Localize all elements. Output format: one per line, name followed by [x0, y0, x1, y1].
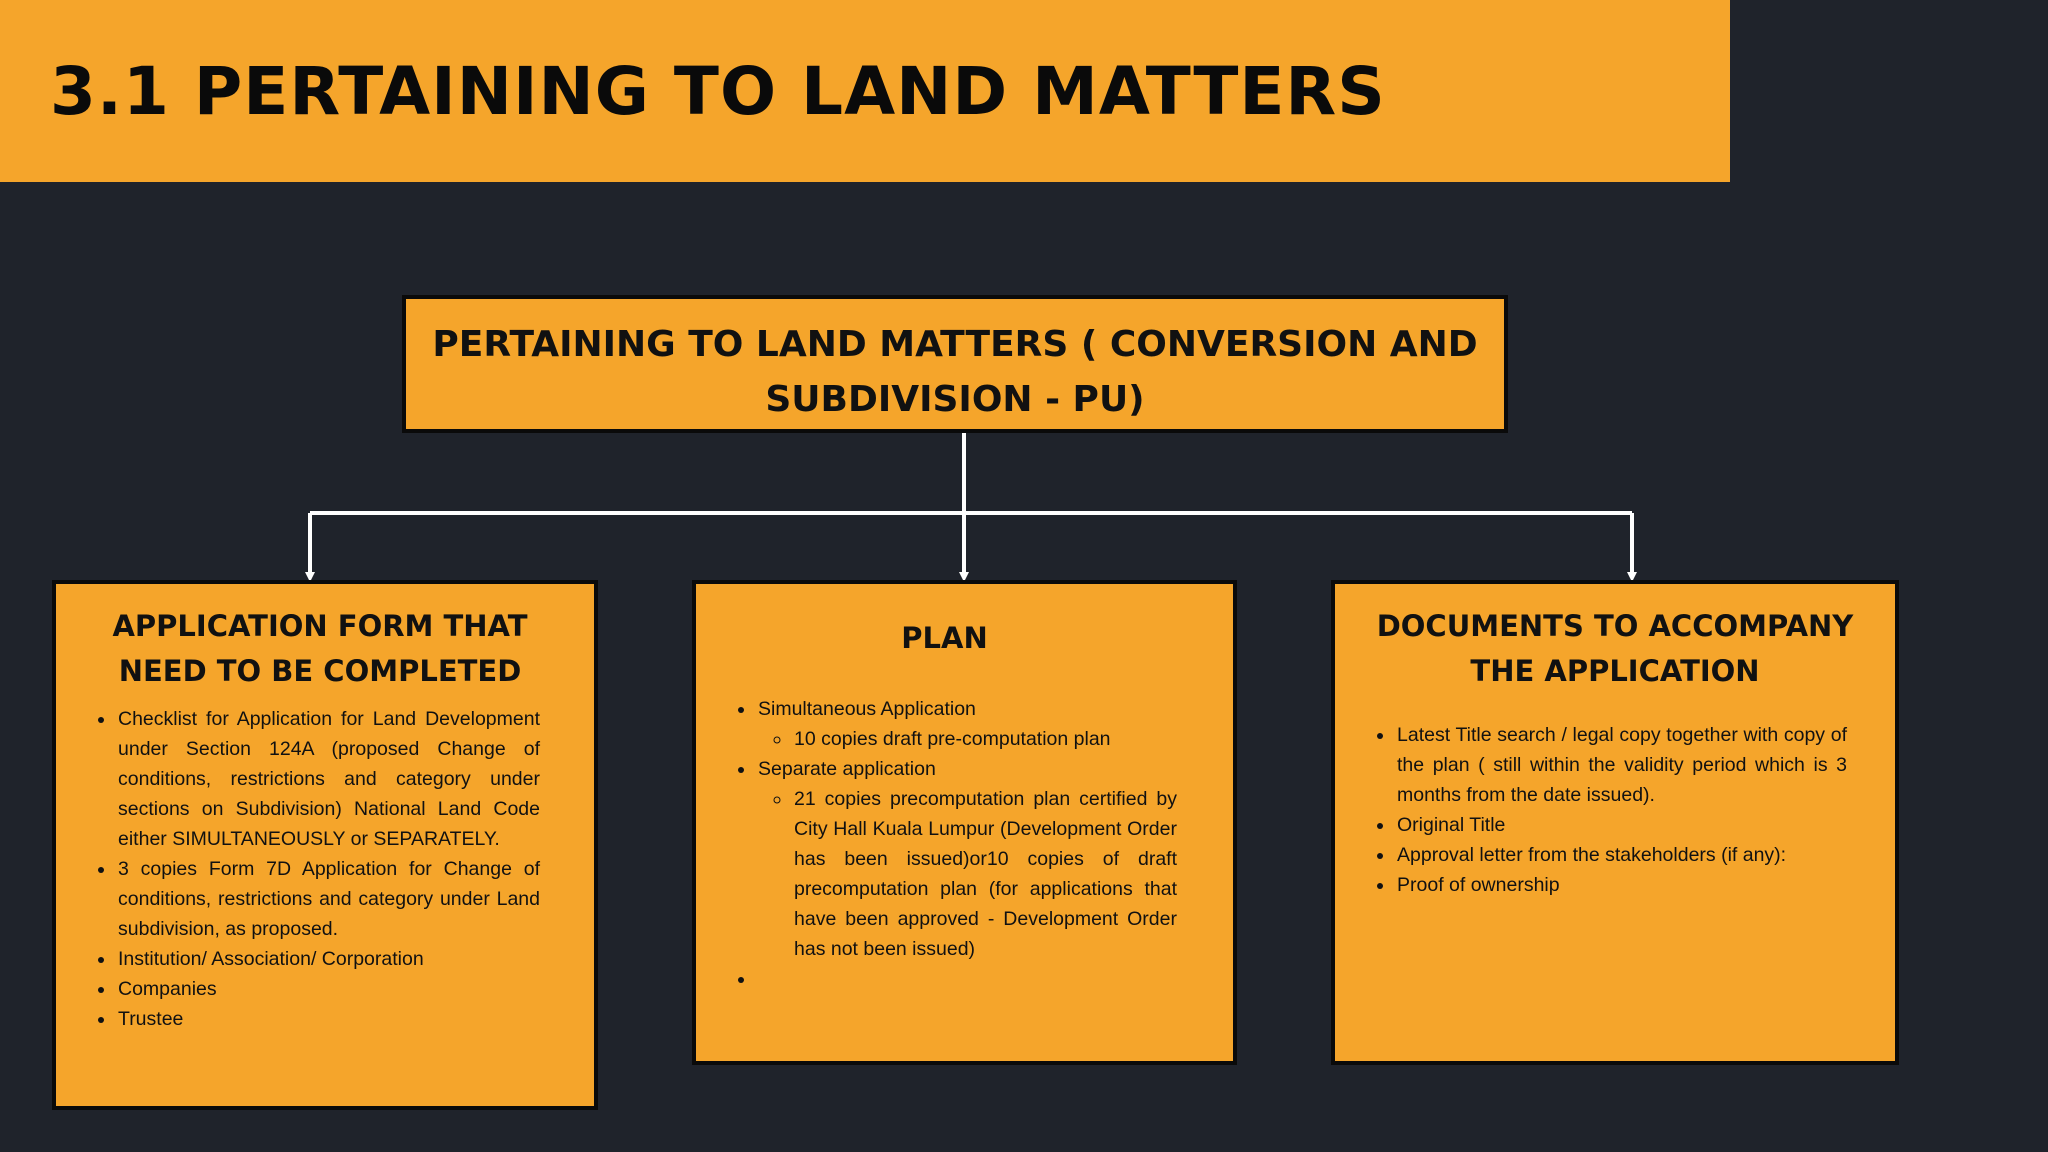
sub-list: 21 copies precomputation plan certified … — [758, 784, 1177, 964]
root-node: PERTAINING TO LAND MATTERS ( CONVERSION … — [402, 295, 1508, 433]
sub-list-item: 10 copies draft pre-computation plan — [792, 724, 1177, 754]
list-item: Original Title — [1395, 810, 1847, 840]
list-item-text: Simultaneous Application — [758, 698, 976, 720]
list-item: Checklist for Application for Land Devel… — [116, 704, 540, 854]
root-node-title: PERTAINING TO LAND MATTERS ( CONVERSION … — [432, 324, 1478, 420]
list-item: Simultaneous Application 10 copies draft… — [756, 694, 1177, 754]
sub-list: 10 copies draft pre-computation plan — [758, 724, 1177, 754]
title-banner: 3.1 PERTAINING TO LAND MATTERS — [0, 0, 1730, 182]
node-title: PLAN — [901, 621, 988, 655]
list-item: Companies — [116, 974, 540, 1004]
node-application-form: APPLICATION FORM THAT NEED TO BE COMPLET… — [52, 580, 598, 1110]
list-item: Approval letter from the stakeholders (i… — [1395, 840, 1847, 870]
node-documents: DOCUMENTS TO ACCOMPANY THE APPLICATION L… — [1331, 580, 1899, 1065]
node-title: APPLICATION FORM THAT NEED TO BE COMPLET… — [112, 609, 528, 688]
node-list: Latest Title search / legal copy togethe… — [1335, 720, 1847, 900]
list-item: Latest Title search / legal copy togethe… — [1395, 720, 1847, 810]
node-title: DOCUMENTS TO ACCOMPANY THE APPLICATION — [1376, 609, 1854, 688]
list-item-empty — [756, 964, 1177, 994]
list-item: Trustee — [116, 1004, 540, 1034]
node-list: Checklist for Application for Land Devel… — [56, 704, 540, 1034]
node-list: Simultaneous Application 10 copies draft… — [696, 694, 1177, 994]
node-plan: PLAN Simultaneous Application 10 copies … — [692, 580, 1237, 1065]
list-item: Proof of ownership — [1395, 870, 1847, 900]
list-item: Separate application 21 copies precomput… — [756, 754, 1177, 964]
list-item-text: Separate application — [758, 758, 936, 780]
sub-list-item: 21 copies precomputation plan certified … — [792, 784, 1177, 964]
list-item: Institution/ Association/ Corporation — [116, 944, 540, 974]
page-title: 3.1 PERTAINING TO LAND MATTERS — [50, 53, 1386, 130]
list-item: 3 copies Form 7D Application for Change … — [116, 854, 540, 944]
